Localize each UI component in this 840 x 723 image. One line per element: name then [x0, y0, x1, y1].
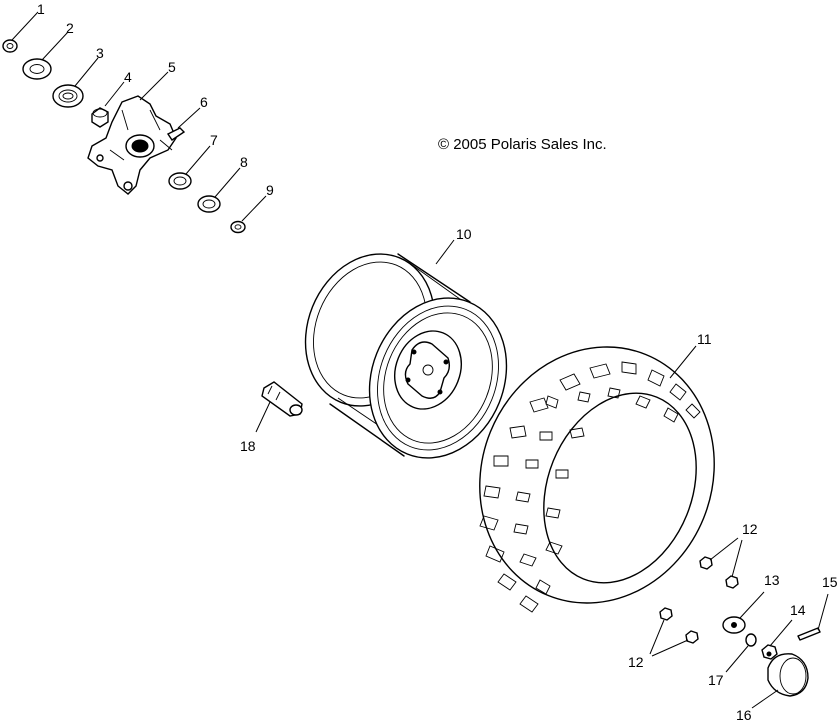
part-12-lug-nut-upper-a [699, 556, 713, 570]
callout-7: 7 [210, 132, 218, 148]
part-3-bearing [52, 84, 84, 108]
part-9-nut [230, 220, 246, 234]
copyright-notice: © 2005 Polaris Sales Inc. [438, 136, 607, 153]
callout-11: 11 [697, 331, 712, 347]
part-15-cotter-pin [797, 627, 821, 641]
part-8-seal [197, 195, 221, 213]
part-1-nut [2, 39, 18, 53]
callout-12-upper: 12 [742, 521, 758, 537]
callout-12-lower: 12 [628, 654, 644, 670]
callout-15: 15 [822, 574, 838, 590]
callout-2: 2 [66, 20, 74, 36]
callout-4: 4 [124, 69, 132, 85]
callout-1: 1 [37, 1, 45, 17]
part-12-lug-nut-lower-b [685, 630, 699, 644]
part-5-knuckle [87, 95, 177, 195]
callout-13: 13 [764, 572, 780, 588]
callout-3: 3 [96, 45, 104, 61]
callout-8: 8 [240, 154, 248, 170]
callout-17: 17 [708, 672, 724, 688]
part-11-tire [479, 346, 715, 613]
callout-14: 14 [790, 602, 806, 618]
part-17-washer [745, 633, 757, 647]
part-13-washer [722, 616, 746, 634]
callout-16: 16 [736, 707, 752, 723]
callout-6: 6 [200, 94, 208, 110]
part-2-washer [22, 58, 52, 80]
callout-9: 9 [266, 182, 274, 198]
callout-10: 10 [456, 226, 472, 242]
part-16-hub-cap [767, 653, 809, 697]
part-18-valve-stem [261, 381, 303, 417]
callout-18: 18 [240, 438, 256, 454]
part-4-spacer [91, 107, 109, 128]
part-14-nut [761, 644, 778, 660]
part-12-lug-nut-lower-a [659, 607, 673, 621]
callout-5: 5 [168, 59, 176, 75]
part-7-bearing [168, 172, 192, 190]
part-6-stud [166, 127, 186, 141]
part-10-wheel-rim [304, 253, 508, 459]
part-12-lug-nut-upper-b [725, 575, 739, 589]
